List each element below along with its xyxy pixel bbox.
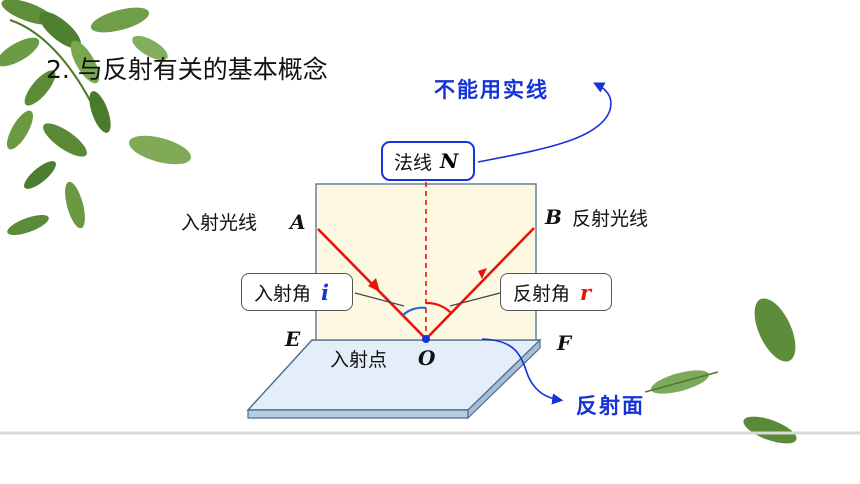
reflected-ray-label: 反射光线 [572,208,649,230]
page-heading: 2. 与反射有关的基本概念 [46,55,328,84]
leaf-decoration-top-left [0,0,192,235]
reflection-angle-callout: 反射角 r [500,273,612,311]
point-a-label: A [290,210,306,234]
reflection-angle-arc [425,301,452,314]
incident-ray-label: 入射光线 [181,212,258,234]
note-arrow-surface [481,338,564,405]
incidence-point-label: 入射点 [330,349,388,371]
reflection-angle-leader [449,292,501,307]
incident-ray-arrow [368,278,380,292]
point-f-label: F [557,331,572,355]
normal-letter: N [440,149,459,173]
incident-angle-label: 入射角 [254,282,312,305]
reflected-ray-arrow [478,268,487,279]
point-e-label: E [285,327,301,351]
mirror-front-edge [247,409,469,419]
incident-angle-leader [354,292,405,307]
normal-label-box: 法线 N [381,141,475,181]
dashed-line-note: 不能用实线 [434,78,549,102]
incidence-point-dot [422,335,430,343]
point-o-label: O [418,346,436,370]
incident-angle-callout: 入射角 i [241,273,353,311]
normal-label: 法线 [394,151,433,174]
incident-angle-symbol: i [321,279,329,305]
reflected-ray [425,227,535,340]
note-arrow-dashed [477,82,612,163]
leaf-decoration-bottom-right [644,298,797,444]
point-b-label: B [545,205,562,229]
reflection-angle-symbol: r [580,279,592,305]
reflecting-surface-label: 反射面 [576,394,645,418]
reflection-angle-label: 反射角 [513,282,571,305]
incident-angle-arc [402,306,427,316]
